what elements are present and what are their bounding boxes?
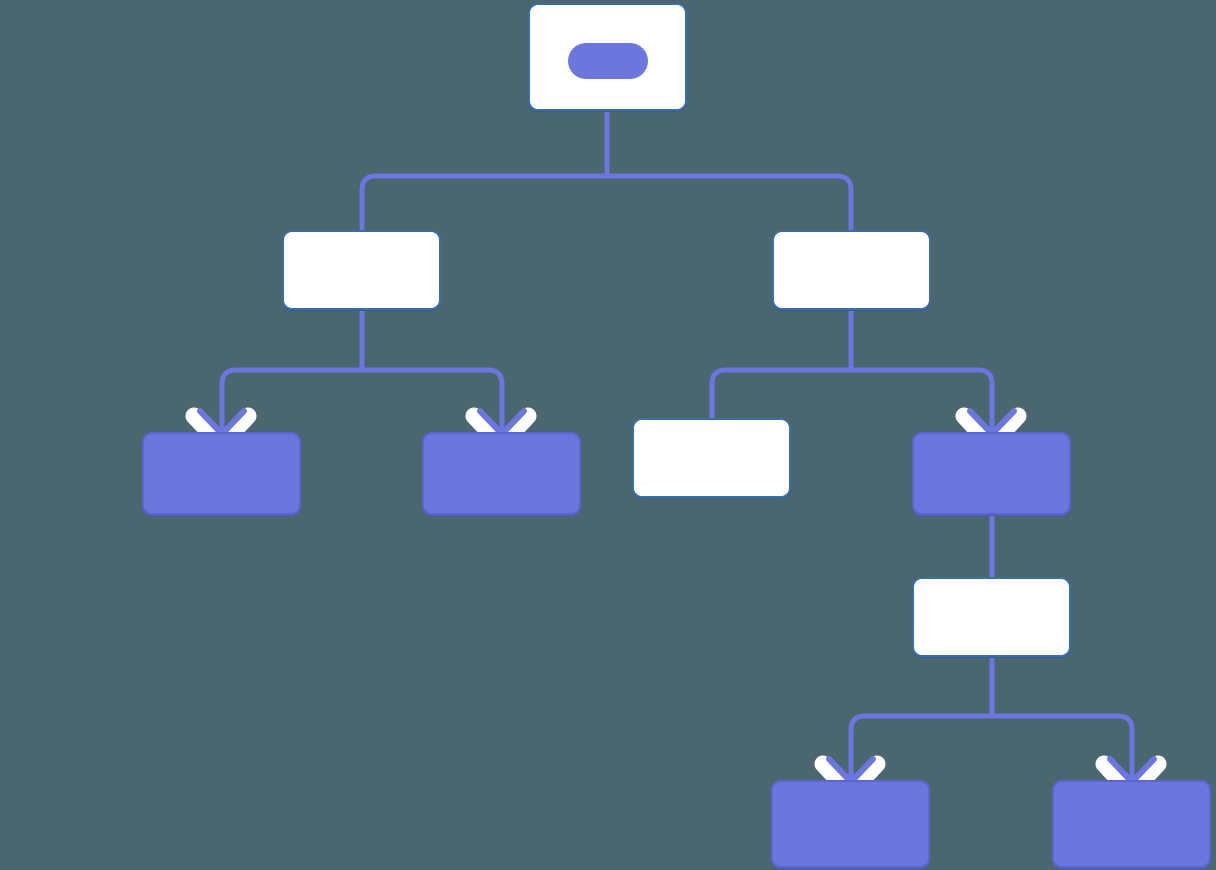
node-leaf-bottom-a-label [773, 782, 928, 866]
node-left-branch[interactable] [282, 230, 441, 310]
node-right-child-white-label [634, 420, 789, 496]
node-leaf-left-b[interactable] [422, 432, 581, 515]
node-root-pill-badge[interactable] [568, 43, 648, 79]
node-leaf-bottom-b[interactable] [1052, 780, 1211, 868]
edge-sub-to-leaf-b [992, 713, 1135, 780]
node-leaf-left-b-label [424, 434, 579, 513]
node-right-child-white[interactable] [632, 418, 791, 498]
edge-left-to-leaf-b [362, 367, 505, 432]
edge-right-to-purple-child [851, 367, 995, 432]
edge-sub-to-leaf-a [848, 713, 992, 780]
node-leaf-bottom-a[interactable] [771, 780, 930, 868]
node-left-branch-label [284, 232, 439, 308]
node-leaf-left-a-label [144, 434, 299, 513]
edge-root-to-left [359, 173, 607, 230]
edge-left-to-leaf-a [219, 367, 362, 432]
node-right-subbranch[interactable] [912, 577, 1071, 657]
node-right-child-purple[interactable] [912, 432, 1071, 515]
node-right-child-purple-label [914, 434, 1069, 513]
edge-root-to-right [607, 173, 854, 230]
node-right-branch[interactable] [772, 230, 931, 310]
node-right-subbranch-label [914, 579, 1069, 655]
edge-right-to-white-child [709, 367, 851, 418]
node-leaf-bottom-b-label [1054, 782, 1209, 866]
node-right-branch-label [774, 232, 929, 308]
node-leaf-left-a[interactable] [142, 432, 301, 515]
